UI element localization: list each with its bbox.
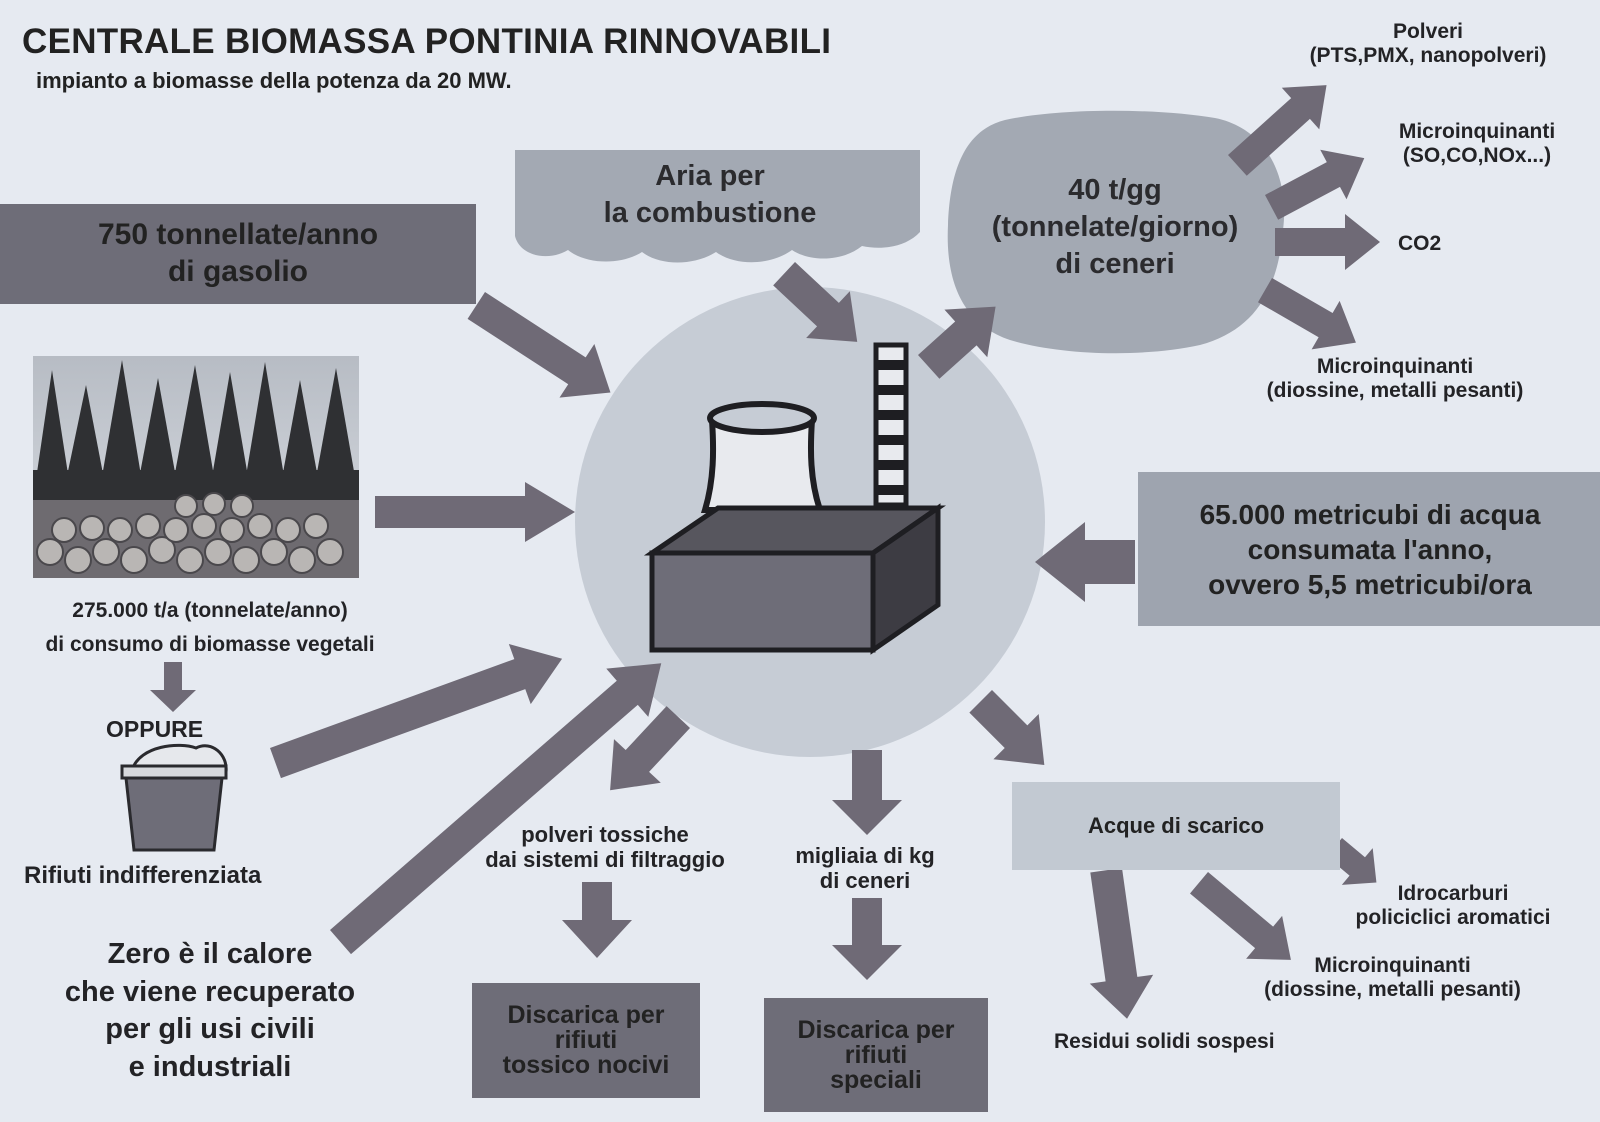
arrow-biomassa	[375, 482, 575, 542]
page-subtitle: impianto a biomasse della potenza da 20 …	[36, 68, 512, 93]
polveri-tossiche-label: polveri tossiche dai sistemi di filtragg…	[455, 822, 755, 873]
aria-line2: la combustione	[603, 197, 817, 230]
ceneri-line3: di ceneri	[1055, 248, 1175, 281]
forest-photo	[33, 356, 359, 578]
discarica2-line3: speciali	[830, 1065, 922, 1094]
micro2-label: Microinquinanti (diossine, metalli pesan…	[1225, 355, 1565, 403]
discarica1-line2: rifiuti	[554, 1026, 618, 1054]
arrow-micro3	[1190, 872, 1291, 960]
migliaia-line2: di ceneri	[819, 868, 911, 894]
micro1-line2: (SO,CO,NOx...)	[1402, 144, 1552, 168]
arrow-acque	[969, 690, 1045, 765]
biomassa-line2: di consumo di biomasse vegetali	[45, 632, 375, 656]
arrow-micro1	[1265, 149, 1365, 220]
micro1-label: Microinquinanti (SO,CO,NOx...)	[1362, 120, 1592, 168]
calore-line2: che viene recuperato	[64, 975, 356, 1008]
calore-line3: per gli usi civili	[105, 1013, 315, 1046]
arrow-polveri	[1228, 85, 1327, 176]
arrow-micro2	[1258, 278, 1356, 350]
aria-line1: Aria per	[655, 160, 765, 192]
migliaia-label: migliaia di kg di ceneri	[770, 843, 960, 894]
acque-box: Acque di scarico	[1012, 782, 1340, 870]
micro3-line1: Microinquinanti	[1314, 954, 1471, 977]
arrow-co2	[1275, 214, 1380, 270]
idro-line2: policiclici aromatici	[1355, 906, 1551, 930]
rifiuti-label: Rifiuti indifferenziata	[24, 862, 262, 889]
micro1-line1: Microinquinanti	[1398, 120, 1556, 143]
gasolio-box: 750 tonnellate/anno di gasolio	[0, 204, 476, 304]
ceneri-cloud-label: 40 t/gg (tonnelate/giorno) di ceneri	[940, 172, 1290, 283]
biomassa-label: 275.000 t/a (tonnelate/anno) di consumo …	[0, 594, 420, 661]
acqua-line1: 65.000 metricubi di acqua	[1199, 498, 1541, 530]
arrow-aria	[773, 262, 858, 342]
arrow-residui	[1089, 868, 1154, 1019]
biomassa-line1: 275.000 t/a (tonnelate/anno)	[72, 599, 348, 622]
migliaia-line1: migliaia di kg	[795, 843, 935, 868]
polveri-tox-line2: dai sistemi di filtraggio	[485, 847, 725, 873]
arrow-calore	[330, 663, 662, 955]
discarica1-box: Discarica per rifiuti tossico nocivi	[472, 983, 700, 1098]
residui-label: Residui solidi sospesi	[1054, 1030, 1275, 1053]
arrow-acqua	[1035, 522, 1135, 602]
discarica2-line2: rifiuti	[844, 1040, 908, 1069]
gasolio-line2: di gasolio	[167, 255, 308, 288]
trash-bin-icon	[120, 743, 228, 852]
polveri-label: Polveri (PTS,PMX, nanopolveri)	[1268, 20, 1588, 68]
polveri-line1: Polveri	[1392, 20, 1464, 43]
polveri-line2: (PTS,PMX, nanopolveri)	[1309, 44, 1547, 68]
aria-cloud	[515, 150, 920, 263]
calore-line4: e industriali	[128, 1051, 292, 1084]
arrow-discarica1	[562, 882, 632, 958]
acque-label: Acque di scarico	[1087, 813, 1265, 838]
micro3-label: Microinquinanti (diossine, metalli pesan…	[1220, 954, 1565, 1002]
discarica2-line1: Discarica per	[797, 1015, 955, 1044]
oppure-label: OPPURE	[106, 716, 204, 742]
acqua-line3: ovvero 5,5 metricubi/ora	[1208, 568, 1532, 600]
page-title: CENTRALE BIOMASSA PONTINIA RINNOVABILI	[22, 22, 832, 61]
micro3-line2: (diossine, metalli pesanti)	[1264, 978, 1521, 1002]
arrow-ceneri-down	[832, 750, 902, 835]
acqua-line2: consumata l'anno,	[1247, 533, 1493, 565]
ceneri-line1: 40 t/gg	[1068, 174, 1162, 206]
arrow-gasolio	[467, 292, 611, 398]
arrow-rifiuti	[270, 644, 563, 779]
discarica1-line1: Discarica per	[507, 1001, 665, 1029]
idro-line1: Idrocarburi	[1397, 882, 1509, 905]
calore-label: Zero è il calore che viene recuperato pe…	[20, 936, 400, 1087]
acqua-box: 65.000 metricubi di acqua consumata l'an…	[1138, 472, 1600, 626]
ceneri-cloud	[947, 110, 1285, 354]
idro-label: Idrocarburi policiclici aromatici	[1318, 882, 1588, 930]
micro2-line1: Microinquinanti	[1316, 355, 1474, 378]
ceneri-line2: (tonnelate/giorno)	[991, 211, 1239, 244]
arrow-polveri-tossiche	[610, 706, 690, 791]
co2-label: CO2	[1398, 232, 1442, 255]
gasolio-line1: 750 tonnellate/anno	[97, 218, 379, 252]
power-plant-icon	[643, 342, 947, 655]
arrow-to-cloud	[918, 306, 996, 379]
discarica1-line3: tossico nocivi	[502, 1051, 670, 1079]
arrow-discarica2	[832, 898, 902, 980]
polveri-tox-line1: polveri tossiche	[521, 822, 689, 847]
flow-arrows	[270, 85, 1380, 1019]
micro2-line2: (diossine, metalli pesanti)	[1266, 379, 1524, 403]
aria-label: Aria per la combustione	[540, 158, 880, 232]
discarica2-box: Discarica per rifiuti speciali	[764, 998, 988, 1112]
calore-line1: Zero è il calore	[107, 938, 313, 970]
